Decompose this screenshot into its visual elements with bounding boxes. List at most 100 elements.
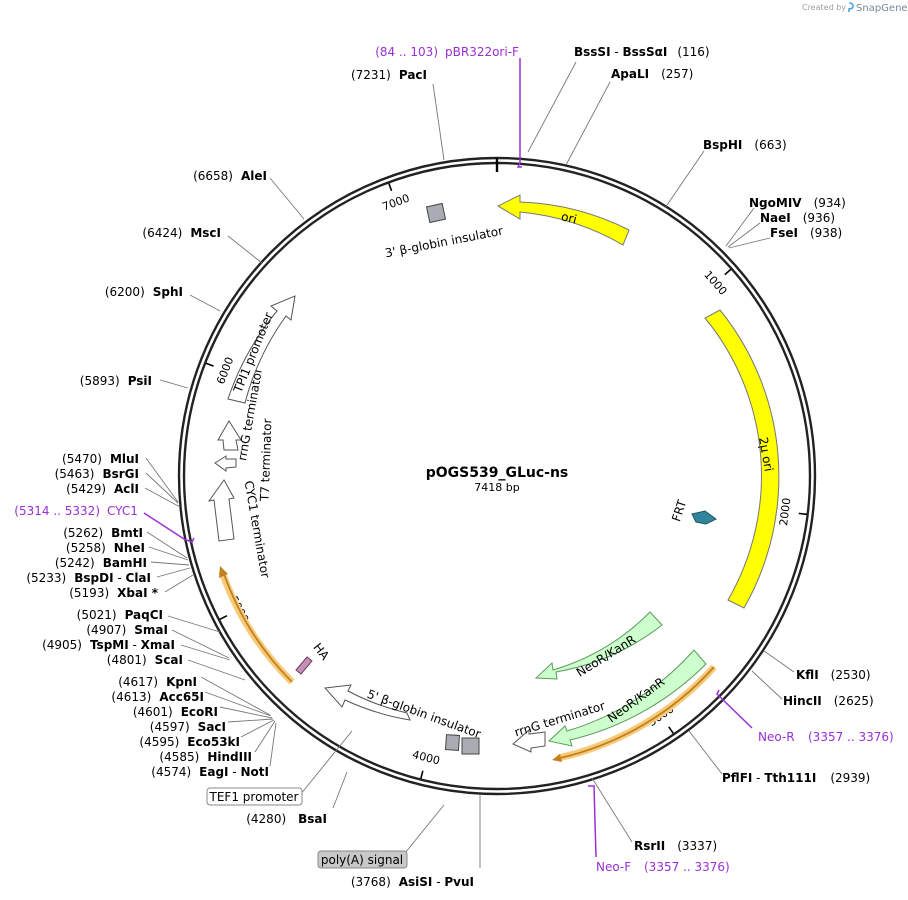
site-bamhi[interactable]: (5242)BamHI [55,556,147,570]
site-hincii[interactable]: HincII(2625) [783,694,874,708]
site-saci[interactable]: (4597)SacI [150,720,226,734]
tick-2000 [798,512,807,516]
primer-neo-f-range: (3357 .. 3376) [644,860,730,874]
feature-5-beta-globin-insulator[interactable] [323,684,411,721]
site-bsrgi[interactable]: (5463)BsrGI [55,467,139,481]
primer-neo-r-range: (3357 .. 3376) [808,730,894,744]
site-kpni[interactable]: (4617)KpnI [118,675,197,689]
site-bsssi[interactable]: BssSI - BssSαI(116) [574,45,710,59]
tick-3000 [668,726,674,734]
site-connectors [144,61,795,868]
connector-msci [227,235,263,264]
connector-polya-signal [404,804,445,854]
primer-neo-r-marker[interactable] [716,689,753,729]
site-alei[interactable]: (6658)AleI [193,169,267,183]
site-paqci[interactable]: (5021)PaqCI [77,608,163,622]
site-psii[interactable]: (5893)PsiI [80,374,152,388]
feature-ori-label: ori [560,209,579,226]
connector-nhei [148,546,189,561]
connector-hincii [751,670,783,700]
feature-rrng-terminator-left[interactable] [217,420,242,451]
site-mlui[interactable]: (5470)MluI [62,452,139,466]
site-apali[interactable]: ApaLI(257) [611,67,693,81]
connector-kpni [200,676,271,716]
site-asisi[interactable]: (3768)AsiSI - PvuI [351,875,474,889]
site-fsei[interactable]: FseI(938) [770,226,842,240]
site-smai[interactable]: (4907)SmaI [86,623,168,637]
primer-neo-f-marker[interactable] [588,785,597,858]
feature-t7-terminator[interactable] [214,455,237,472]
site-msci[interactable]: (6424)MscI [142,226,221,240]
site-pflfi[interactable]: PflFI - Tth111I(2939) [722,771,870,785]
connector-notI [269,722,277,767]
polya-signal-label[interactable]: poly(A) signal [321,853,403,867]
feature-frt-label: FRT [669,498,689,524]
connector-apali [565,81,611,166]
site-kfli[interactable]: KflI(2530) [796,668,871,682]
feature-3-beta-globin-insulator-label: 3' β-globin insulator [384,224,504,261]
feature-rrng-terminator-right[interactable] [512,728,546,753]
feature-ori[interactable] [496,194,630,246]
snapgene-logo-icon [848,2,854,12]
connector-eco53ki [240,719,275,738]
connector-fsei [728,237,771,249]
site-tspmi[interactable]: (4905)TspMI - XmaI [42,638,175,652]
site-paci[interactable]: (7231)PacI [351,68,427,82]
site-scai[interactable]: (4801)ScaI [107,653,183,667]
site-ecori[interactable]: (4601)EcoRI [133,705,218,719]
site-naei[interactable]: NaeI(936) [760,211,835,225]
feature-tpi1-promoter[interactable] [227,295,296,404]
connector-paci [432,83,445,161]
site-ngomiv[interactable]: NgoMIV(934) [749,196,846,210]
connector-bsrgi [145,472,179,504]
tick-4000 [420,770,424,779]
connector-clai [156,567,191,578]
feature-frt[interactable] [691,510,717,525]
tick-1000 [724,268,732,276]
orf-line-left [223,573,293,683]
feature-neor-kanr-1[interactable] [534,611,663,680]
connector-alei [269,177,305,220]
connector-rsrii [591,777,633,843]
plasmid-size: 7418 bp [474,481,519,494]
site-bspdi[interactable]: (5233)BspDI - ClaI [26,571,151,585]
site-nhei[interactable]: (5258)NheI [66,541,145,555]
connector-bsai [332,771,348,809]
orf-arrowhead-neor [552,754,562,762]
feature-neor-kanr-2[interactable] [547,649,707,747]
site-xbai[interactable]: (5193)XbaI * [69,586,158,600]
feature-ha[interactable] [295,656,313,675]
site-acc65i[interactable]: (4613)Acc65I [111,690,204,704]
polya-signal-box [317,850,408,869]
primer-cyc1-marker[interactable] [143,512,195,543]
site-bsphi[interactable]: BspHI(663) [703,138,787,152]
primer-neo-r-name: Neo-R [758,730,795,744]
site-hindiii[interactable]: (4585)HindIII [159,750,252,764]
connector-smai [171,629,230,659]
feature-cyc1-terminator[interactable] [207,479,235,542]
site-bmti[interactable]: (5262)BmtI [63,526,143,540]
feature-2mu-ori[interactable] [704,309,780,609]
primer-pbr322ori-f-marker[interactable] [516,58,522,168]
site-rsrii[interactable]: RsrII(3337) [634,839,717,853]
site-eco53ki[interactable]: (4595)Eco53kI [139,735,240,749]
primers: (84 .. 103) pBR322ori-F Neo-R (3357 .. 3… [14,45,893,874]
tick-label-2000: 2000 [777,497,793,526]
connector-scai [187,659,246,681]
connector-ecori [219,706,273,719]
site-eagi[interactable]: (4574)EagI - NotI [151,765,269,779]
site-sphi[interactable]: (6200)SphI [105,285,183,299]
site-bsai[interactable]: (4280)BsaI [246,812,327,826]
insulator-box-top [425,202,447,224]
site-acli[interactable]: (5429)AclI [66,482,139,496]
feature-neor-kanr-1-label: NeoR/KanR [574,632,638,679]
connector-sphi [189,294,221,312]
feature-2mu-ori-label: 2μ ori [756,436,776,473]
connector-bamhi [150,561,190,566]
connector-paqci [167,615,221,633]
primer-cyc1-range: (5314 .. 5332) [14,504,100,518]
connector-mlui [145,457,179,503]
feature-t7-terminator-label: T7 terminator [258,418,275,502]
connector-xmai [180,644,231,661]
tef1-promoter-label[interactable]: TEF1 promoter [209,790,299,804]
